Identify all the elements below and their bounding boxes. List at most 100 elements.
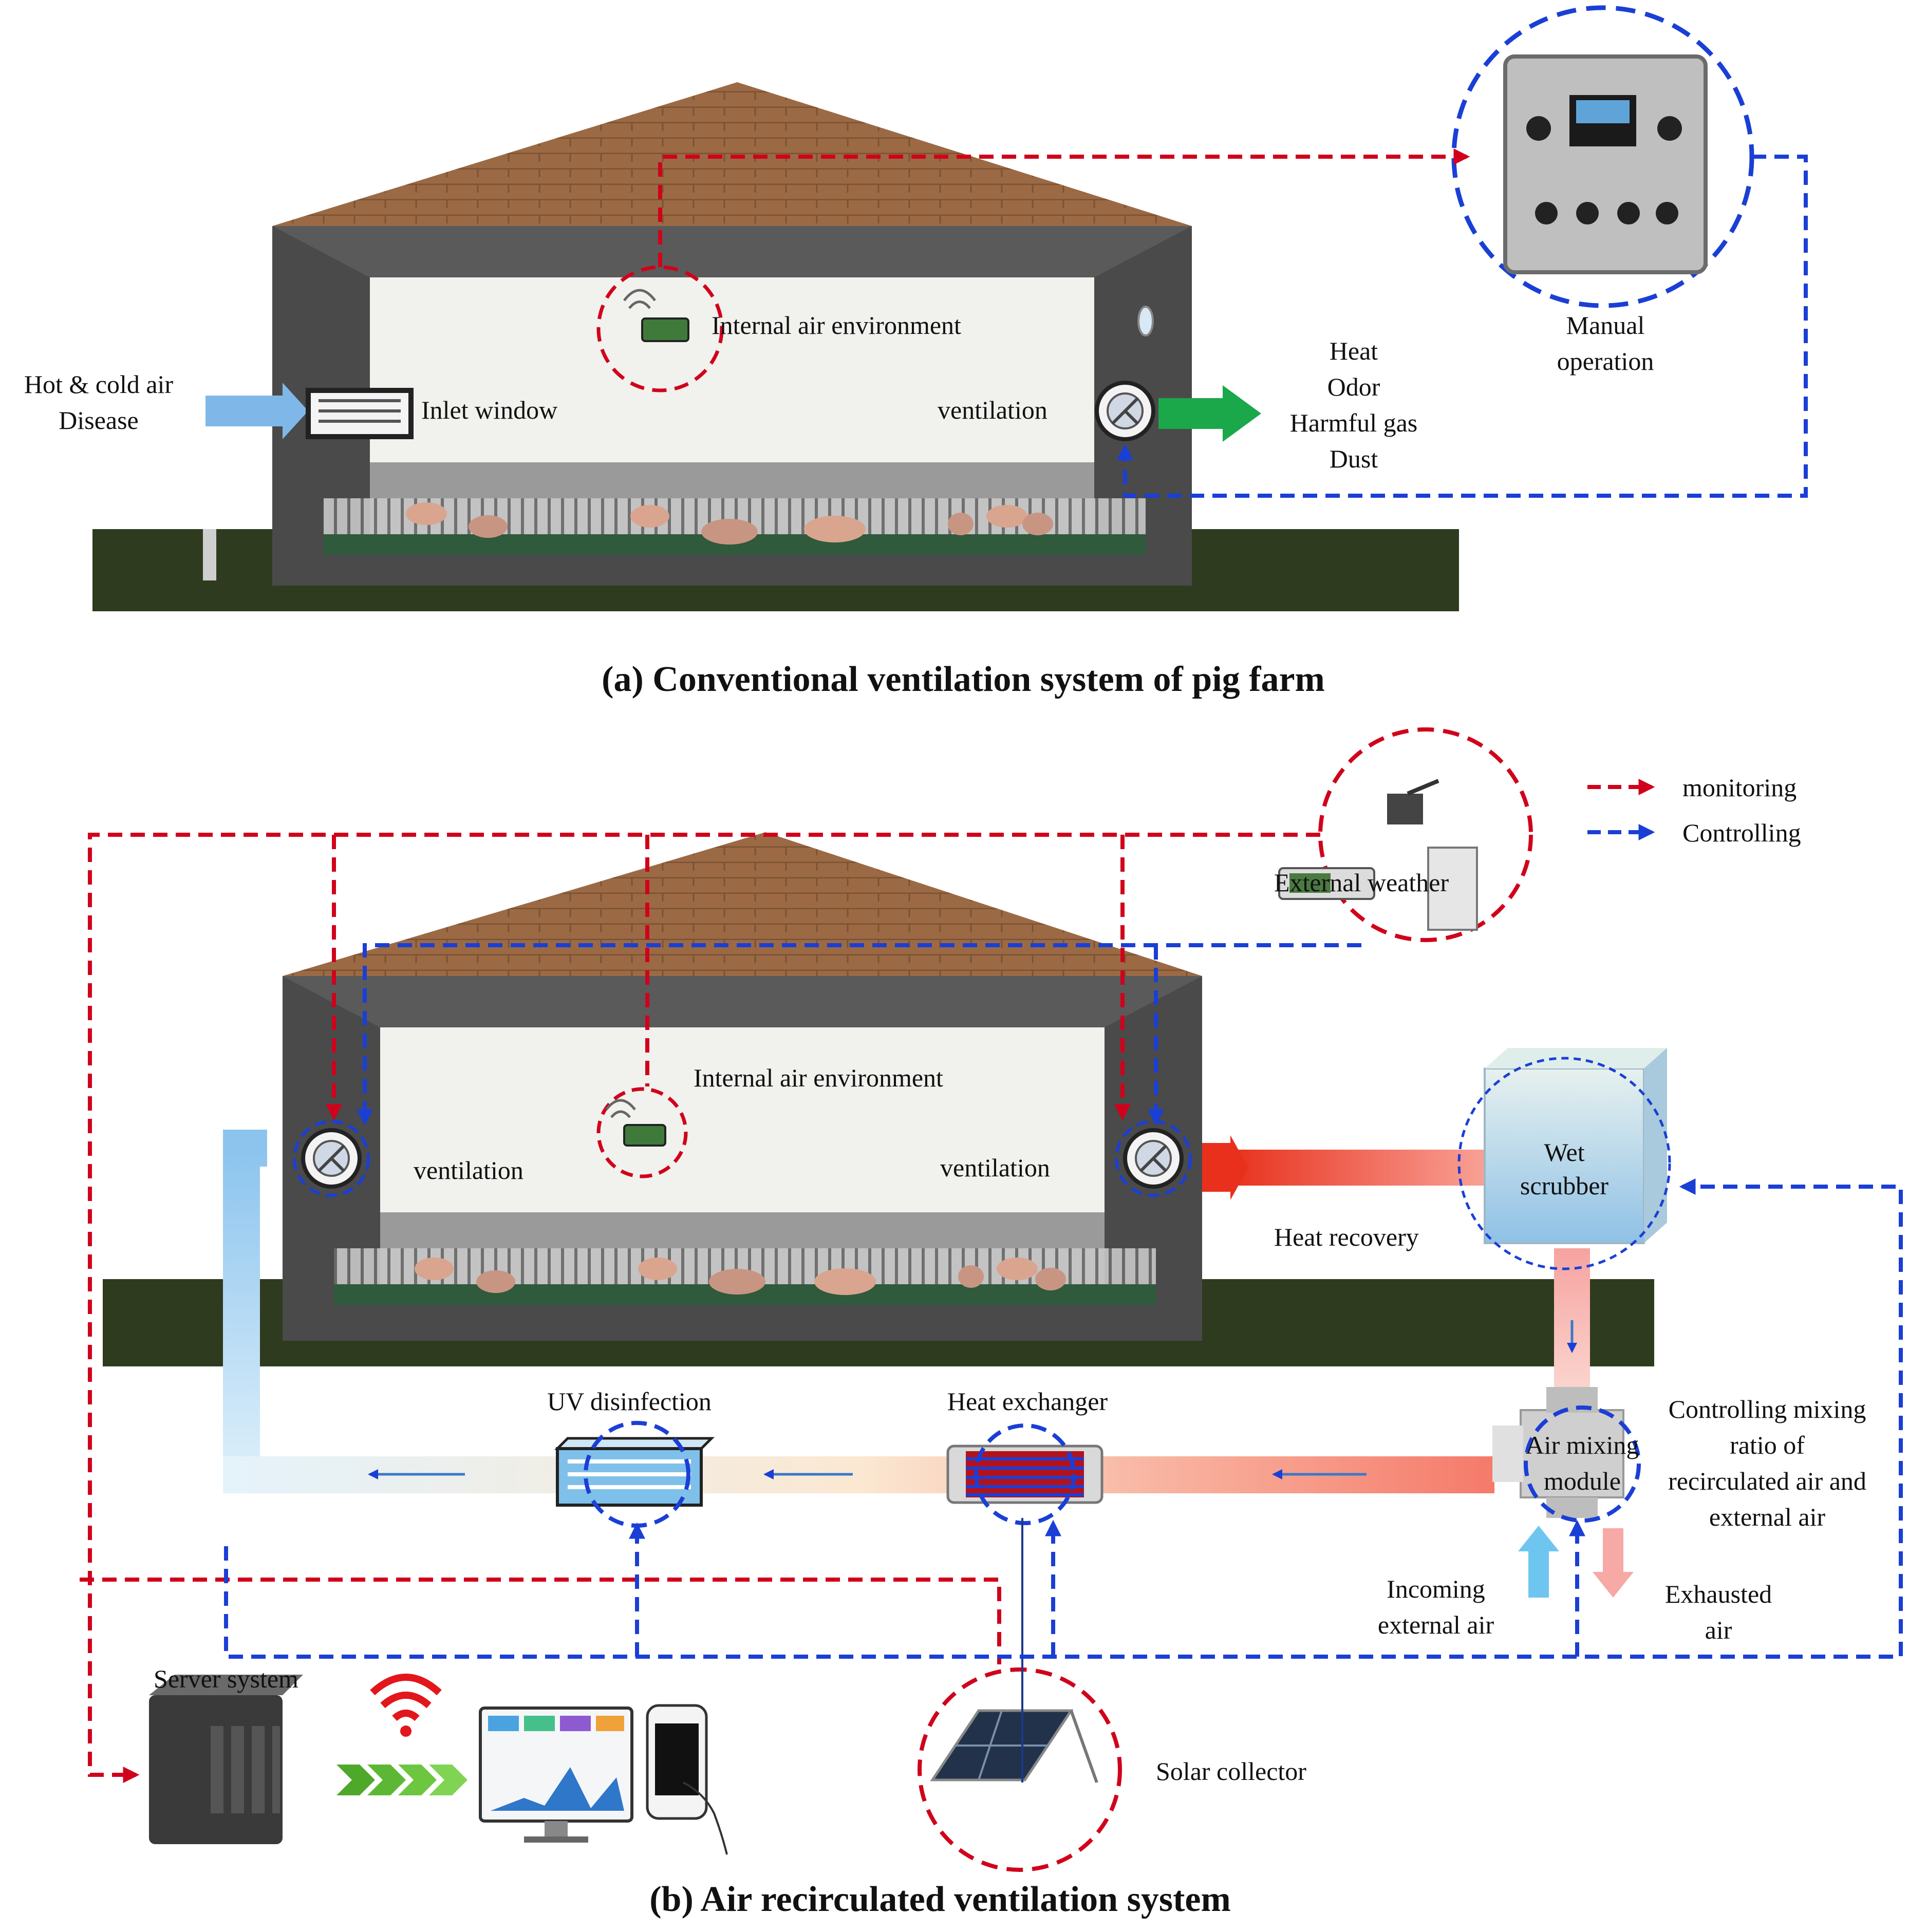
ventilation-left-label: ventilation xyxy=(414,1156,523,1185)
smartphone-icon xyxy=(646,1704,728,1855)
barn-interior xyxy=(380,1027,1105,1212)
pig-icon xyxy=(1022,513,1053,535)
roof xyxy=(283,832,1202,976)
forward-chevrons xyxy=(336,1765,467,1795)
control-panel-icon xyxy=(1503,54,1708,274)
weather-station-icon xyxy=(1278,779,1478,931)
controller-label-2: operation xyxy=(1557,347,1654,376)
pig-icon xyxy=(948,513,974,535)
barn-perspective xyxy=(272,226,1192,277)
incoming-label-2: external air xyxy=(1378,1610,1494,1639)
solar-panel-icon xyxy=(930,1709,1098,1784)
ventilation-label: ventilation xyxy=(938,396,1047,424)
monitor-icon xyxy=(479,1706,633,1843)
pig-icon xyxy=(986,505,1027,528)
inlet-window-label: Inlet window xyxy=(421,396,557,424)
inflow-label-1: Hot & cold air xyxy=(24,370,174,399)
wet-scrubber-label-2: scrubber xyxy=(1520,1171,1608,1200)
wet-scrubber-label-1: Wet xyxy=(1544,1138,1584,1167)
barn-perspective xyxy=(283,976,1202,1027)
pig-icon xyxy=(638,1258,677,1280)
monitoring-line-a xyxy=(658,148,1470,267)
pig-icon xyxy=(469,515,508,538)
exhausted-air-arrow xyxy=(1593,1528,1634,1598)
solar-label: Solar collector xyxy=(1156,1757,1306,1786)
heat-exchanger-icon xyxy=(946,1445,1103,1504)
pigs xyxy=(415,1258,1066,1295)
controlling-lines xyxy=(224,943,1903,1659)
wifi-sensor-icon xyxy=(605,1099,666,1147)
uv-lamp-icon xyxy=(554,1437,715,1507)
hot-duct-arrow xyxy=(1202,1135,1248,1200)
monitoring-lines xyxy=(80,833,1320,1783)
heat-recovery-label: Heat recovery xyxy=(1274,1223,1419,1251)
panel-b: monitoring Controlling External weather … xyxy=(80,727,1903,1919)
exhaust-fan-icon xyxy=(1115,1120,1192,1197)
legend-monitoring-label: monitoring xyxy=(1682,773,1797,802)
wifi-icon xyxy=(370,1674,442,1737)
caption-a: (a) Conventional ventilation system of p… xyxy=(602,660,1325,699)
outflow-label-3: Harmful gas xyxy=(1290,408,1418,437)
pig-icon xyxy=(406,502,447,525)
scrubber-icon xyxy=(1484,1048,1667,1244)
uv-label: UV disinfection xyxy=(547,1387,712,1416)
pig-icon xyxy=(997,1258,1038,1280)
internal-air-label: Internal air environment xyxy=(712,311,961,340)
mixing-highlight xyxy=(1524,1405,1641,1523)
pigs xyxy=(406,502,1053,545)
heat-exchanger-highlight xyxy=(974,1423,1076,1525)
sensor-highlight xyxy=(596,1087,688,1178)
wifi-sensor-icon xyxy=(623,289,689,342)
pig-icon xyxy=(476,1270,515,1293)
roof xyxy=(272,82,1192,226)
exhaust-arrow xyxy=(1158,385,1261,442)
incoming-label-1: Incoming xyxy=(1387,1574,1485,1603)
controller-label-1: Manual xyxy=(1566,311,1645,340)
pig-icon xyxy=(709,1269,765,1295)
mixing-module-icon xyxy=(1492,1387,1624,1518)
pig-icon xyxy=(630,505,669,528)
outflow-label-1: Heat xyxy=(1330,336,1378,365)
caption-b: (b) Air recirculated ventilation system xyxy=(649,1880,1231,1919)
mixing-note-1: Controlling mixing xyxy=(1669,1395,1866,1423)
exhaust-fan-icon xyxy=(293,1120,370,1197)
air-mixing-label-1: Air mixing xyxy=(1526,1431,1639,1459)
server-label: Server system xyxy=(154,1664,298,1693)
inlet-window-icon xyxy=(306,388,414,439)
heat-exchanger-label: Heat exchanger xyxy=(947,1387,1108,1416)
hot-duct xyxy=(1228,1150,1495,1186)
outflow-label-4: Dust xyxy=(1330,444,1378,473)
return-duct xyxy=(223,1130,267,1474)
panel-a: Hot & cold air Disease Inlet window Inte… xyxy=(24,5,1808,699)
sensor-highlight xyxy=(596,265,724,392)
inflow-label-2: Disease xyxy=(59,406,139,435)
exhaust-fan-icon xyxy=(1095,381,1155,441)
pig-icon xyxy=(814,1268,876,1295)
inlet-arrow xyxy=(205,383,308,439)
solar-highlight xyxy=(918,1667,1122,1872)
scrubber-highlight xyxy=(1457,1057,1671,1270)
incoming-air-arrow xyxy=(1518,1526,1559,1598)
outflow-label-2: Odor xyxy=(1327,372,1380,401)
exhausted-label-2: air xyxy=(1705,1616,1732,1644)
internal-air-label: Internal air environment xyxy=(694,1063,943,1092)
external-weather-label: External weather xyxy=(1274,868,1449,897)
air-mixing-label-2: module xyxy=(1544,1467,1621,1495)
barn-interior xyxy=(370,277,1094,462)
pig-icon xyxy=(958,1265,984,1288)
exhausted-label-1: Exhausted xyxy=(1665,1580,1772,1608)
ventilation-right-label: ventilation xyxy=(940,1153,1050,1182)
server-icon xyxy=(149,1675,303,1844)
legend: monitoring Controlling xyxy=(1587,773,1801,847)
pig-icon xyxy=(415,1258,454,1280)
pig-icon xyxy=(1035,1268,1066,1290)
post xyxy=(203,529,216,580)
pig-icon xyxy=(701,519,758,545)
mixing-note-4: external air xyxy=(1709,1503,1826,1531)
controlling-line-a xyxy=(1117,155,1808,498)
mixing-note-3: recirculated air and xyxy=(1668,1467,1866,1495)
pig-icon xyxy=(804,516,866,542)
weather-highlight xyxy=(1318,727,1533,942)
mixing-note-2: ratio of xyxy=(1730,1431,1805,1459)
